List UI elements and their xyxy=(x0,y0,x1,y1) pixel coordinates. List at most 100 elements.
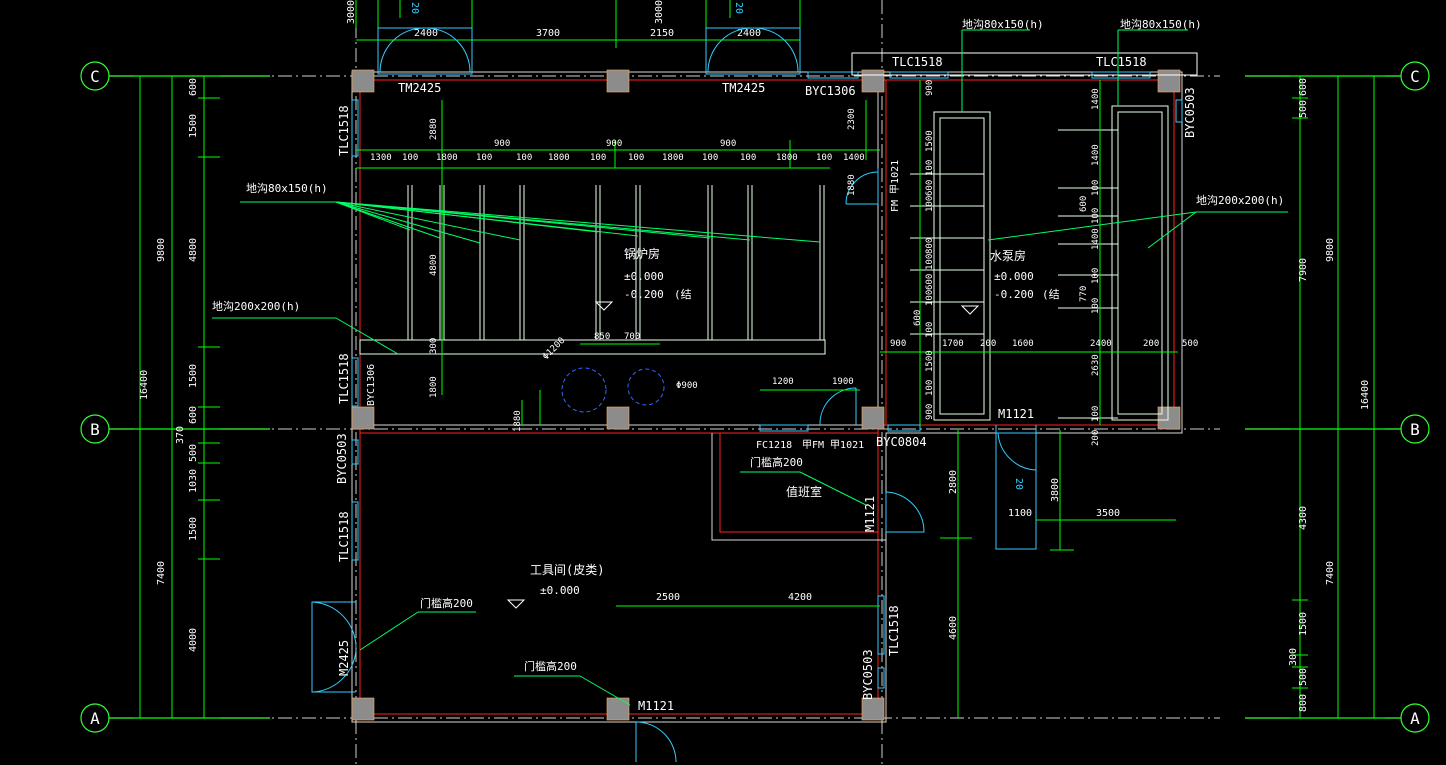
right-dim-4: 3500 xyxy=(1096,508,1120,519)
pump-c2-8: 100 xyxy=(1091,298,1101,314)
room-duty-name: 值班室 xyxy=(786,484,822,499)
room-boiler-elev1: ±0.000 xyxy=(624,270,664,283)
boiler-vert-5: 1880 xyxy=(847,174,857,196)
pump-c1-5: 100 xyxy=(925,254,935,270)
dim-right-t1: 600 xyxy=(1298,78,1309,96)
dim-right-lower: 7400 xyxy=(1325,561,1336,585)
boiler-row-9: 100 xyxy=(702,153,718,163)
room-tool-name: 工具间(皮类) xyxy=(530,563,604,577)
dim-right-mid: 7900 xyxy=(1298,258,1309,282)
window-tlc-top2: TLC1518 xyxy=(1096,55,1147,69)
pump-c1-7: 100 xyxy=(925,290,935,306)
top-dimension-lines xyxy=(355,0,801,48)
dim-right-l4: 800 xyxy=(1298,694,1309,712)
column-c2 xyxy=(606,69,630,93)
boiler-row-8: 1800 xyxy=(662,153,684,163)
pump-top-0: 2300 xyxy=(847,108,857,130)
pump-row-0: 900 xyxy=(890,339,906,349)
pump-row-2: 200 xyxy=(980,339,996,349)
boiler-row-7: 100 xyxy=(628,153,644,163)
note-trench-small-left: 地沟80x150(h) xyxy=(246,182,328,195)
pump-top-1: 900 xyxy=(925,80,935,96)
door-m-pump: M1121 xyxy=(998,407,1034,421)
dim-top-mark-1: 20 xyxy=(409,2,420,14)
doors-windows xyxy=(311,27,1198,763)
room-boiler-elev2: -0.200 xyxy=(624,288,664,301)
boiler-lower-1: 700 xyxy=(624,332,640,342)
pump-c1-12: 900 xyxy=(925,404,935,420)
room-pump-elev1: ±0.000 xyxy=(994,270,1034,283)
pump-c2-6: 100 xyxy=(1091,268,1101,284)
note-trench-large-right: 地沟200x200(h) xyxy=(1196,194,1284,207)
boiler-row-3: 100 xyxy=(476,153,492,163)
dim-top-3: 2400 xyxy=(737,28,761,39)
leader-lines xyxy=(212,29,1288,706)
room-pump-elev2: -0.200 xyxy=(994,288,1034,301)
boiler-vert-0: 2880 xyxy=(429,118,439,140)
dim-left-upper: 9800 xyxy=(156,238,167,262)
door-tm-left: TM2425 xyxy=(398,81,441,95)
tool-dim-1: 4200 xyxy=(788,592,812,603)
door-tm-right: TM2425 xyxy=(722,81,765,95)
note-threshold-bottom: 门槛高200 xyxy=(524,659,577,673)
room-pump-name: 水泵房 xyxy=(990,248,1026,263)
window-byc-mid: BYC0804 xyxy=(876,435,927,449)
boiler-row-2: 1800 xyxy=(436,153,458,163)
pump-c1-3: 100 xyxy=(925,196,935,212)
boiler-row-6: 100 xyxy=(590,153,606,163)
dim-top-stub: 3000 xyxy=(346,0,357,24)
door-fm-1: 甲FM 甲1021 xyxy=(802,440,864,451)
room-tool-elev: ±0.000 xyxy=(540,584,580,597)
dim-right-l2: 300 xyxy=(1288,648,1299,666)
grid-label-a-left: A xyxy=(90,709,100,728)
pump-row-5: 200 xyxy=(1143,339,1159,349)
pump-dim-lines xyxy=(616,80,1178,718)
dim-right-l1: 1500 xyxy=(1298,612,1309,636)
pump-row-1: 1700 xyxy=(942,339,964,349)
boiler-span-1: 900 xyxy=(606,139,622,149)
pump-row-3: 1600 xyxy=(1012,339,1034,349)
door-m-tool-left: M2425 xyxy=(337,640,351,676)
boiler-row-11: 1800 xyxy=(776,153,798,163)
boiler-row-10: 100 xyxy=(740,153,756,163)
dim-top-mark-2: 20 xyxy=(733,2,744,14)
door-m-bottom: M1121 xyxy=(638,699,674,713)
window-tlc-left-lower: TLC1518 xyxy=(337,511,351,562)
dim-top-stub2: 3000 xyxy=(654,0,665,24)
window-byc-top: BYC1306 xyxy=(805,84,856,98)
column-b1 xyxy=(351,406,375,430)
pump-trenches xyxy=(910,105,1169,421)
pump-c2-11: 200 xyxy=(1091,430,1101,446)
pump-c1-1: 100 xyxy=(925,160,935,176)
column-b3 xyxy=(861,406,885,430)
tool-dim-0: 2500 xyxy=(656,592,680,603)
note-trench-large-left: 地沟200x200(h) xyxy=(212,300,300,313)
dim-left-l2: 1030 xyxy=(188,469,199,493)
dim-right-total: 16400 xyxy=(1360,380,1371,410)
pump-c2-3: 600 xyxy=(1079,196,1089,212)
right-dim-0: 2800 xyxy=(948,470,959,494)
boiler-row-13: 1400 xyxy=(843,153,865,163)
pump-c2-10: 100 xyxy=(1091,406,1101,422)
window-byc-right-top: BYC0503 xyxy=(1183,87,1197,138)
pump-c2-5: 1400 xyxy=(1091,228,1101,250)
column-b2 xyxy=(606,406,630,430)
grid-label-a-right: A xyxy=(1410,709,1420,728)
window-fc: FC1218 xyxy=(756,440,792,451)
window-byc-left2: BYC0503 xyxy=(335,433,349,484)
door-fm-2: FM 甲1021 xyxy=(890,160,901,212)
right-dimension-lines xyxy=(1290,75,1385,719)
grid-label-b-right: B xyxy=(1410,420,1420,439)
room-boiler-name: 锅炉房 xyxy=(624,246,660,261)
boiler-row-12: 100 xyxy=(816,153,832,163)
right-dim-3: 1100 xyxy=(1008,508,1032,519)
pump-c1-2: 600 xyxy=(925,180,935,196)
pump-c1-11: 100 xyxy=(925,380,935,396)
column-c3 xyxy=(861,69,885,93)
boiler-vert-2: 300 xyxy=(429,338,439,354)
dim-left-u3: 1500 xyxy=(188,364,199,388)
window-byc-left: BYC1306 xyxy=(366,364,377,406)
boiler-dim-lines xyxy=(356,100,880,425)
